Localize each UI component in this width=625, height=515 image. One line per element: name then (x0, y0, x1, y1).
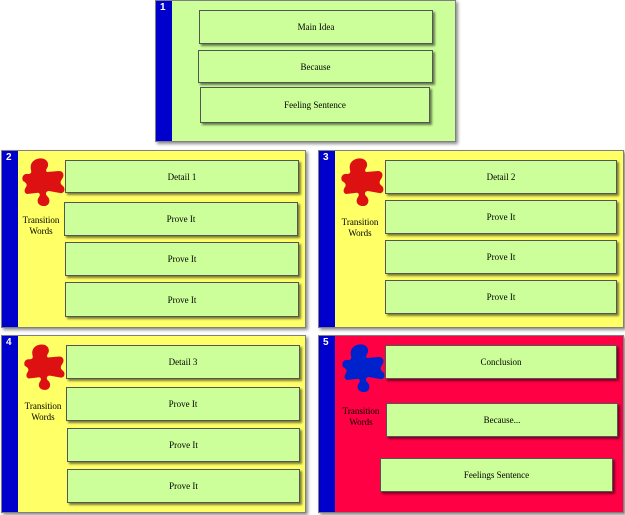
because-box: Because (198, 50, 433, 83)
slide-number: 4 (6, 337, 12, 348)
slide-number: 3 (323, 152, 329, 163)
puzzle-piece-icon (341, 158, 384, 206)
slide-stripe (2, 151, 18, 327)
prove-it-box: Prove It (385, 200, 617, 234)
conclusion-box: Conclusion (385, 345, 617, 379)
puzzle-piece-icon (22, 158, 65, 206)
because-box: Because... (386, 403, 618, 437)
feelings-sentence-box: Feelings Sentence (380, 458, 613, 492)
prove-it-box: Prove It (385, 280, 617, 314)
detail-1-box: Detail 1 (65, 160, 299, 193)
prove-it-box: Prove It (67, 428, 300, 462)
puzzle-piece-icon (24, 344, 65, 390)
puzzle-piece-icon (342, 344, 385, 392)
slide-stripe (319, 151, 335, 327)
prove-it-box: Prove It (65, 242, 299, 276)
slide-stripe (319, 336, 335, 512)
prove-it-box: Prove It (65, 282, 299, 317)
feeling-sentence-box: Feeling Sentence (200, 87, 430, 123)
detail-2-box: Detail 2 (385, 160, 617, 194)
prove-it-box: Prove It (66, 387, 300, 421)
detail-3-box: Detail 3 (66, 345, 300, 379)
prove-it-box: Prove It (67, 469, 300, 503)
slide-number: 2 (6, 152, 12, 163)
prove-it-box: Prove It (385, 240, 617, 274)
prove-it-box: Prove It (64, 202, 298, 236)
main-idea-box: Main Idea (199, 10, 433, 44)
slide-number: 5 (323, 337, 329, 348)
slide-stripe (156, 1, 172, 141)
slide-number: 1 (160, 2, 166, 13)
slide-1: 1 Main Idea Because Feeling Sentence (155, 0, 456, 142)
slide-stripe (2, 336, 18, 512)
